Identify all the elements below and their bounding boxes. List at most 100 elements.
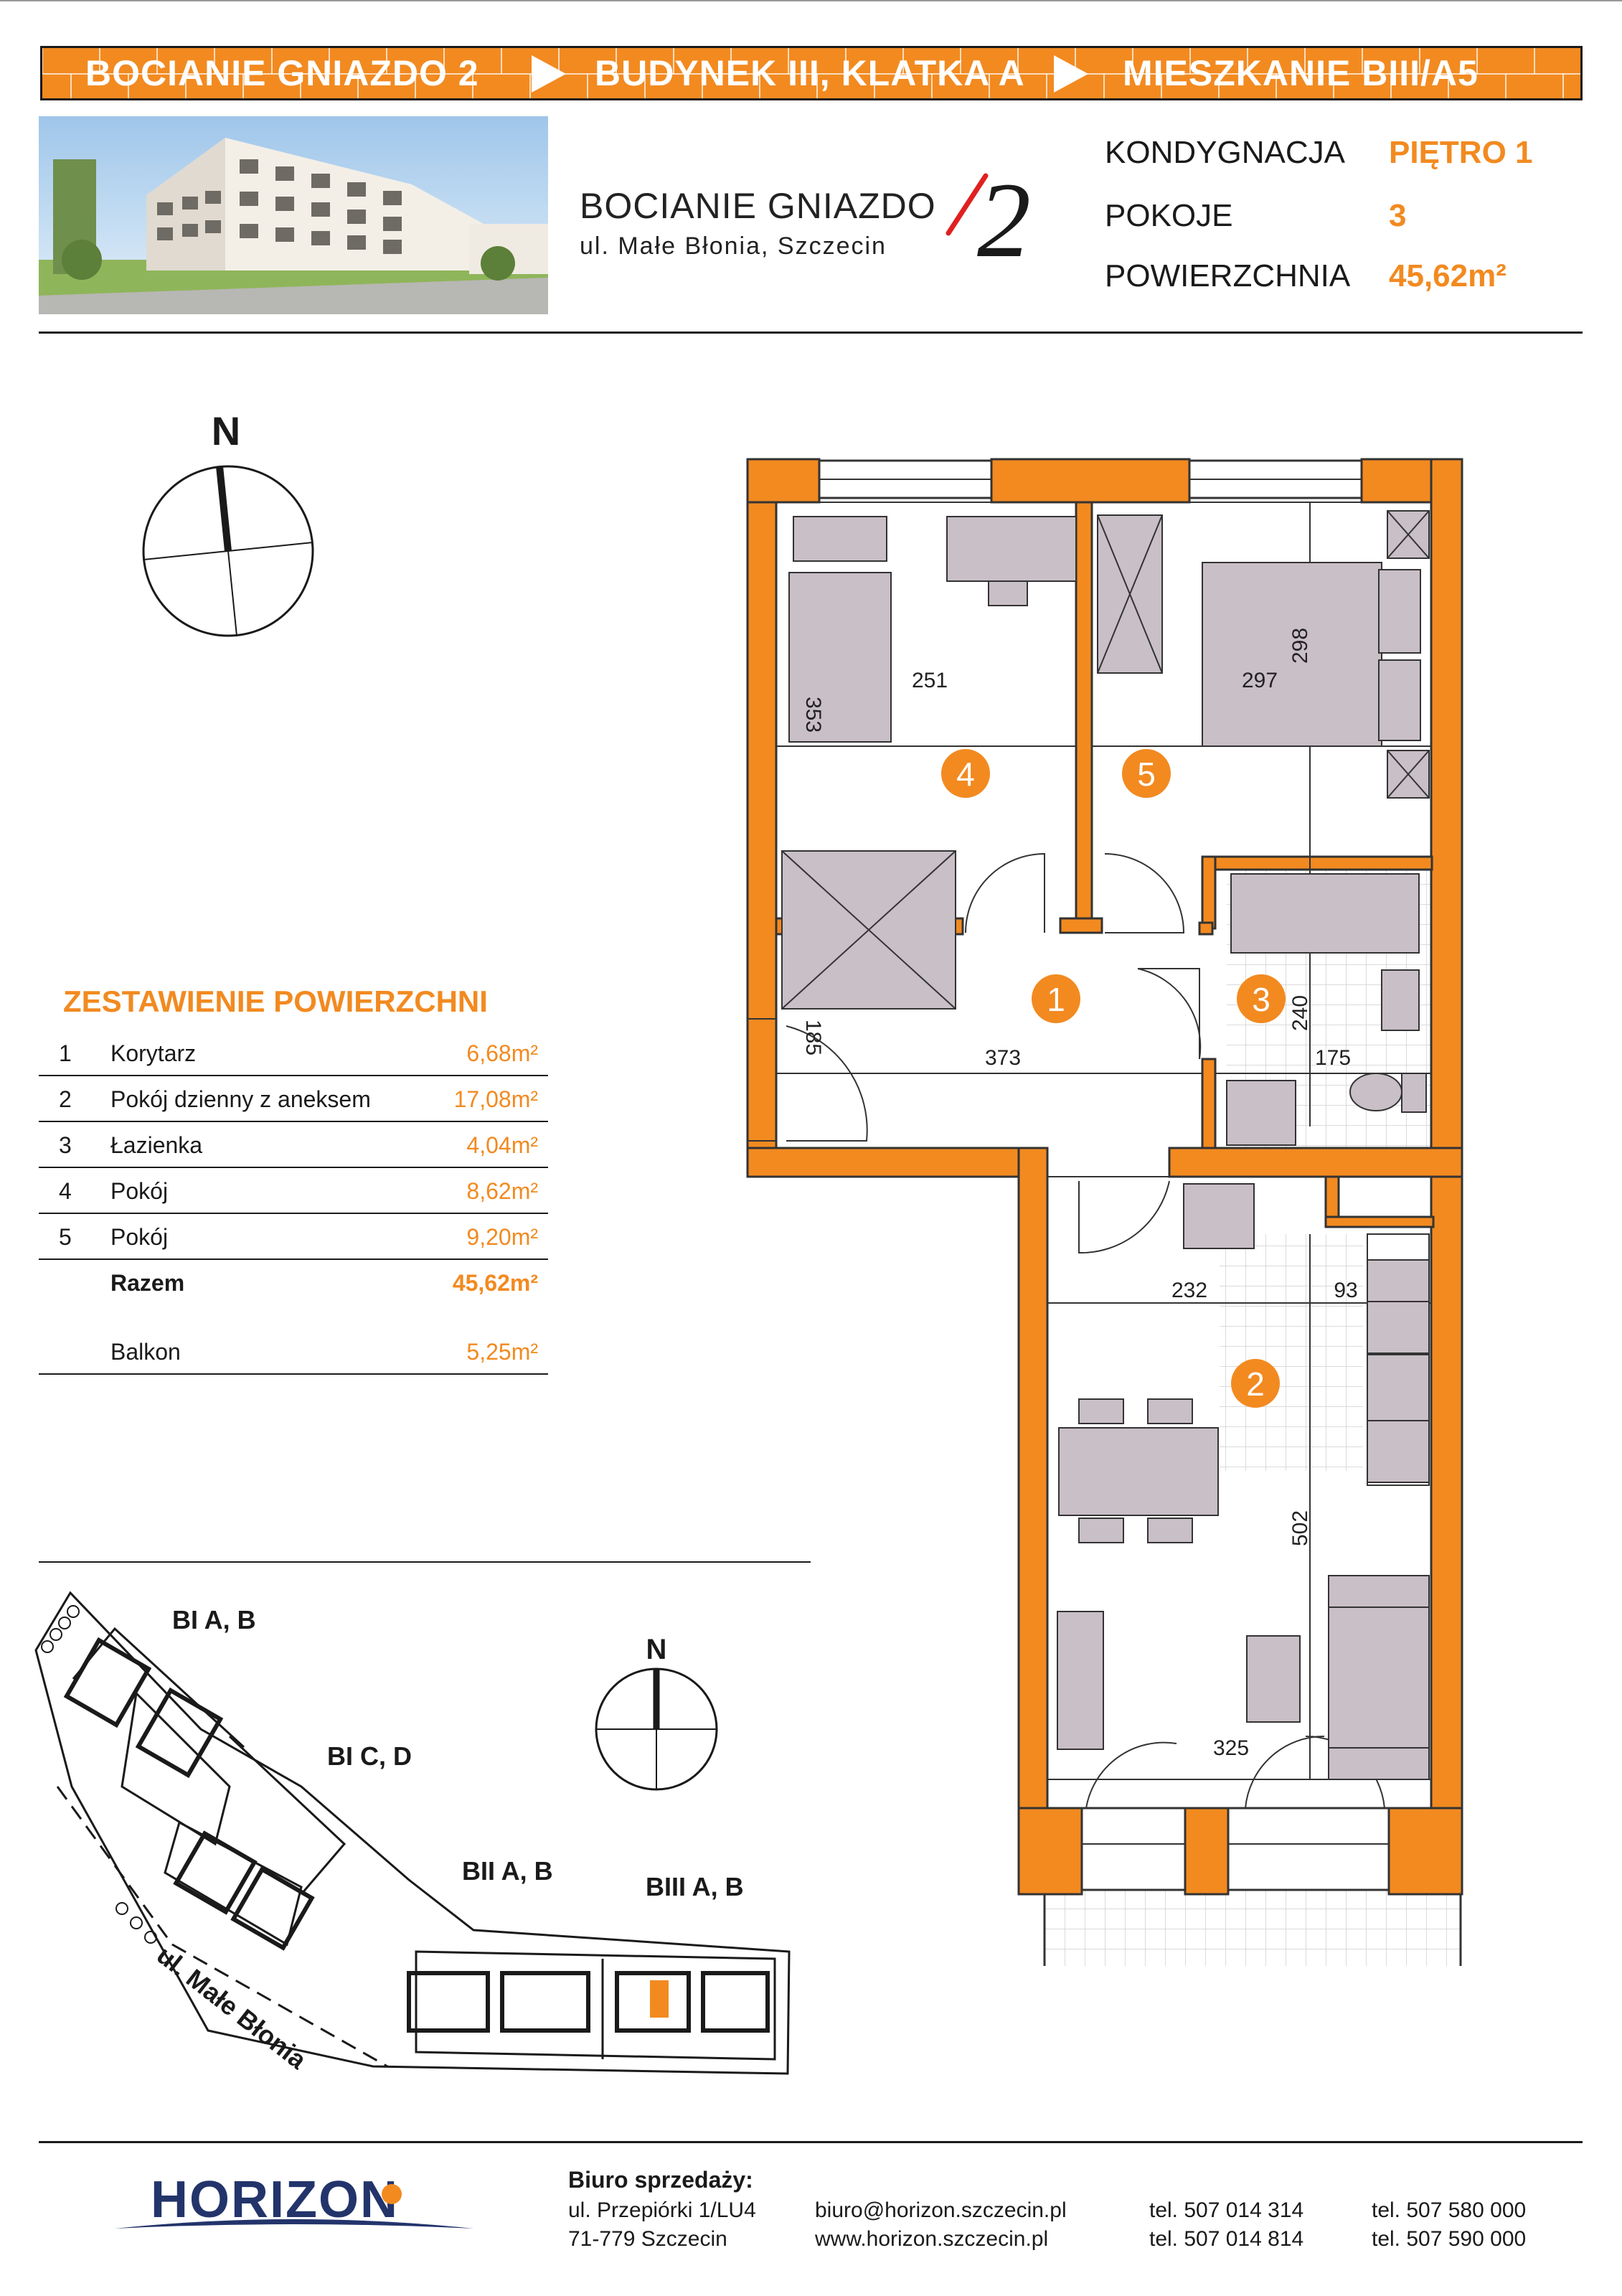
compass-north-label: N [212,409,240,453]
apartment-location-marker [650,1980,669,2018]
compass: N [142,409,314,637]
dim-label: 298 [1288,628,1312,664]
room-label-5: 5 [1137,756,1156,793]
summary-row-name: Łazienka [110,1132,203,1158]
building-photo [39,116,548,314]
office-address-1: ul. Przepiórki 1/LU4 [568,2198,756,2222]
info-floor-label: KONDYGNACJA [1105,135,1345,170]
summary-row-name: Korytarz [110,1040,197,1066]
phone-2[interactable]: tel. 507 014 814 [1149,2227,1304,2251]
summary-title: ZESTAWIENIE POWIERZCHNI [63,984,488,1018]
room-label-3: 3 [1252,981,1270,1018]
site-plan: N BI A, B BI C, D BII A, B BIII A, B ul.… [34,1591,791,2075]
dim-label: 175 [1315,1046,1351,1070]
summary-row-number: 4 [59,1178,72,1204]
logo-name: BOCIANIE GNIAZDO [580,186,936,226]
kitchen-floor [1220,1234,1363,1471]
header-banner: BOCIANIE GNIAZDO 2 BUDYNEK III, KLATKA A… [40,46,1583,100]
info-rooms-label: POKOJE [1105,198,1233,233]
top-rule [0,0,1622,1]
brand-name: HORIZON [151,2171,399,2229]
dim-label: 297 [1242,669,1278,692]
room-markers [941,749,1286,1408]
summary-balcony-area: 5,25m² [466,1339,538,1365]
summary-total-area: 45,62m² [452,1270,538,1296]
room-label-2: 2 [1246,1365,1265,1403]
phone-3[interactable]: tel. 507 580 000 [1372,2198,1527,2222]
dim-label: 251 [912,669,948,692]
brick-pattern [42,48,1580,98]
summary-row: 5 Pokój 9,20m² [39,1214,548,1260]
banner-building: BUDYNEK III, KLATKA A [595,53,1025,93]
horizon-logo: HORIZON [115,2171,473,2229]
row-divider [39,1213,548,1214]
walls [746,458,1463,1896]
summary-row-area: 17,08m² [453,1086,538,1112]
footer-divider [39,2141,1583,2143]
compass-circle-icon [142,465,314,637]
dim-label: 240 [1288,995,1312,1031]
summary-total-name: Razem [110,1270,185,1296]
summary-row-area: 9,20m² [466,1224,538,1250]
row-divider [39,1373,548,1375]
banner-arrow-icon [1054,55,1088,93]
header-divider [39,331,1583,334]
sun-icon [382,2184,402,2204]
compass-needle-icon [216,466,232,552]
summary-row: 3 Łazienka 4,04m² [39,1122,548,1168]
summary-row-number: 3 [59,1132,72,1158]
summary-total-row: Razem 45,62m² [39,1260,548,1306]
dim-label: 93 [1334,1279,1357,1302]
info-area-value: 45,62m² [1389,258,1507,293]
website-link[interactable]: www.horizon.szczecin.pl [815,2227,1049,2251]
banner-project: BOCIANIE GNIAZDO 2 [85,53,479,93]
stork-logo-icon: 2 [946,161,1031,269]
site-label: BI C, D [327,1741,412,1771]
email-link[interactable]: biuro@horizon.szczecin.pl [815,2198,1067,2222]
site-label: BII A, B [462,1856,553,1886]
summary-row-name: Pokój [110,1224,169,1250]
summary-balcony-row: Balkon 5,25m² [39,1329,548,1375]
dim-label: 502 [1288,1510,1312,1546]
banner-apartment: MIESZKANIE BIII/A5 [1123,53,1479,93]
banner-arrow-icon [532,55,566,93]
summary-row: 2 Pokój dzienny z aneksem 17,08m² [39,1076,548,1122]
dim-label: 353 [801,697,825,733]
dim-label: 373 [985,1046,1021,1070]
site-compass: N [595,1634,718,1791]
dim-label: 232 [1171,1279,1207,1302]
info-rooms-value: 3 [1389,198,1407,233]
summary-row-area: 8,62m² [466,1178,538,1204]
office-address-2: 71-779 Szczecin [568,2227,727,2251]
logo-mark: 2 [977,161,1031,269]
room-label-4: 4 [956,756,975,793]
summary-row-name: Pokój dzienny z aneksem [110,1086,371,1112]
summary-row-number: 2 [59,1086,72,1112]
row-divider [39,1258,548,1260]
site-compass-north-label: N [646,1634,667,1665]
office-label: Biuro sprzedaży: [568,2167,753,2193]
dim-label: 325 [1213,1736,1249,1760]
phone-4[interactable]: tel. 507 590 000 [1372,2227,1527,2251]
site-label: BI A, B [172,1605,256,1634]
info-area-label: POWIERZCHNIA [1105,258,1351,293]
info-floor-value: PIĘTRO 1 [1389,135,1533,170]
row-divider [39,1075,548,1076]
dim-label: 185 [801,1020,825,1055]
summary-balcony-name: Balkon [110,1339,181,1365]
summary-row-number: 1 [59,1040,72,1066]
summary-row-number: 5 [59,1224,72,1250]
logo-address: ul. Małe Błonia, Szczecin [580,232,887,260]
phone-1[interactable]: tel. 507 014 314 [1149,2198,1304,2222]
summary-row-name: Pokój [110,1178,169,1204]
summary-row: 4 Pokój 8,62m² [39,1168,548,1214]
site-label: BIII A, B [646,1872,744,1901]
summary-row-area: 6,68m² [466,1040,538,1066]
row-divider [39,1167,548,1168]
floor-plan: 4 5 1 3 2 251 297 373 175 232 93 325 298… [746,458,1463,1966]
site-divider [39,1561,811,1563]
summary-row-area: 4,04m² [466,1132,538,1158]
summary-row: 1 Korytarz 6,68m² [39,1030,548,1076]
room-label-1: 1 [1047,981,1065,1018]
row-divider [39,1121,548,1122]
